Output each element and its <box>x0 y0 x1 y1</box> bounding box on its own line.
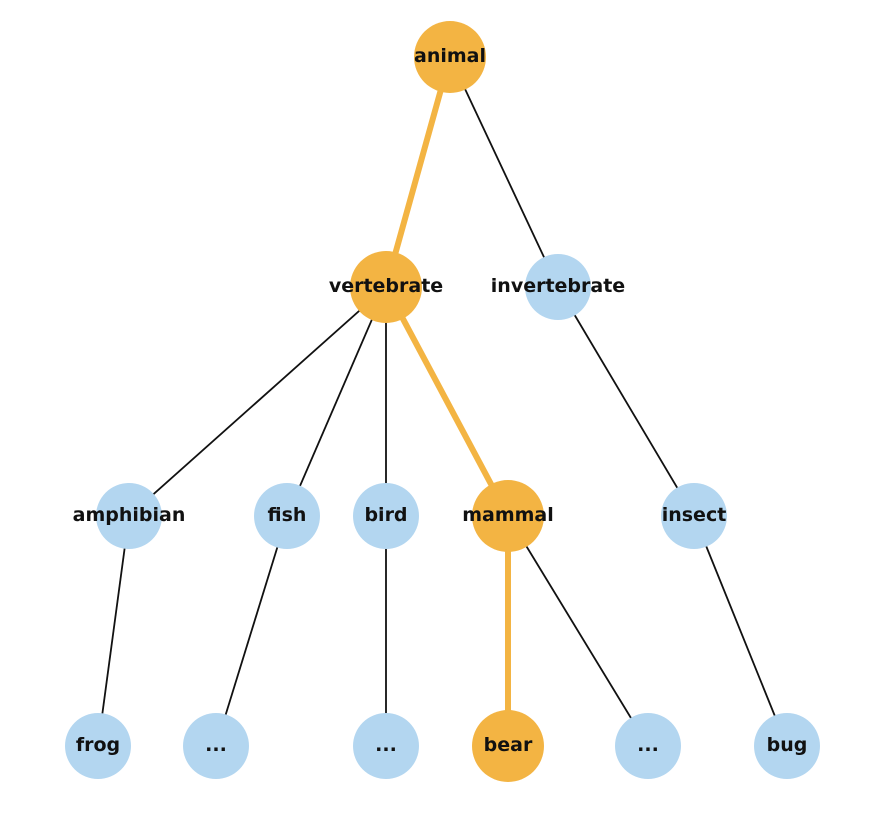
edge-insect-bug <box>693 515 788 747</box>
node-circle <box>350 251 422 323</box>
node-fish-more[interactable]: ... <box>183 713 249 779</box>
node-label: bug <box>767 734 808 756</box>
edge-vertebrate-mammal <box>383 285 511 518</box>
node-circle <box>472 710 544 782</box>
node-circle <box>661 483 727 549</box>
node-circle <box>615 713 681 779</box>
edges <box>97 56 788 747</box>
node-circle <box>414 21 486 93</box>
edge-fish-fish-more <box>215 515 288 747</box>
node-label: invertebrate <box>491 275 625 297</box>
node-circle <box>96 483 162 549</box>
node-circle <box>65 713 131 779</box>
node-label: mammal <box>462 504 554 526</box>
node-animal[interactable]: animal <box>414 21 486 93</box>
node-invertebrate[interactable]: invertebrate <box>491 254 625 320</box>
edge-animal-invertebrate <box>449 56 559 288</box>
node-label: animal <box>414 45 486 67</box>
node-label: bird <box>364 504 407 526</box>
node-label: insect <box>662 504 727 526</box>
edge-mammal-mammal-more <box>507 515 649 747</box>
node-bird[interactable]: bird <box>353 483 419 549</box>
node-circle <box>525 254 591 320</box>
node-circle <box>754 713 820 779</box>
edge-invertebrate-insect <box>557 286 695 517</box>
node-frog[interactable]: frog <box>65 713 131 779</box>
node-label: bear <box>484 734 533 756</box>
node-bird-more[interactable]: ... <box>353 713 419 779</box>
node-label: ... <box>205 734 227 756</box>
node-insect[interactable]: insect <box>661 483 727 549</box>
node-label: vertebrate <box>329 275 443 297</box>
edge-amphibian-frog <box>97 515 130 747</box>
edge-vertebrate-fish <box>286 286 387 517</box>
node-circle <box>353 713 419 779</box>
node-circle <box>254 483 320 549</box>
node-fish[interactable]: fish <box>254 483 320 549</box>
edge-vertebrate-amphibian <box>128 286 387 517</box>
node-label: ... <box>375 734 397 756</box>
node-bug[interactable]: bug <box>754 713 820 779</box>
node-circle <box>183 713 249 779</box>
node-circle <box>353 483 419 549</box>
node-amphibian[interactable]: amphibian <box>73 483 186 549</box>
node-circle <box>472 480 544 552</box>
node-label: frog <box>76 734 120 756</box>
node-mammal[interactable]: mammal <box>462 480 554 552</box>
node-label: amphibian <box>73 504 186 526</box>
edge-animal-vertebrate <box>383 56 453 288</box>
node-label: fish <box>268 504 307 526</box>
node-vertebrate[interactable]: vertebrate <box>329 251 443 323</box>
node-mammal-more[interactable]: ... <box>615 713 681 779</box>
nodes: animal vertebrate invertebrate amphibian fis… <box>65 21 820 782</box>
node-label: ... <box>637 734 659 756</box>
node-bear[interactable]: bear <box>472 710 544 782</box>
